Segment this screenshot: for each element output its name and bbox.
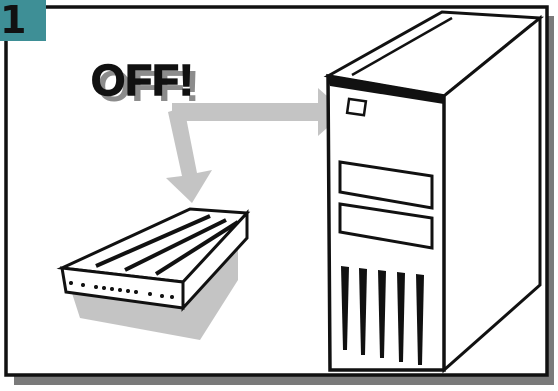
off-callout: OFF! OFF! (91, 56, 200, 111)
step-badge: 1 (0, 0, 46, 41)
step-number: 1 (0, 0, 26, 44)
power-button (347, 99, 366, 115)
off-text: OFF! (91, 56, 194, 105)
